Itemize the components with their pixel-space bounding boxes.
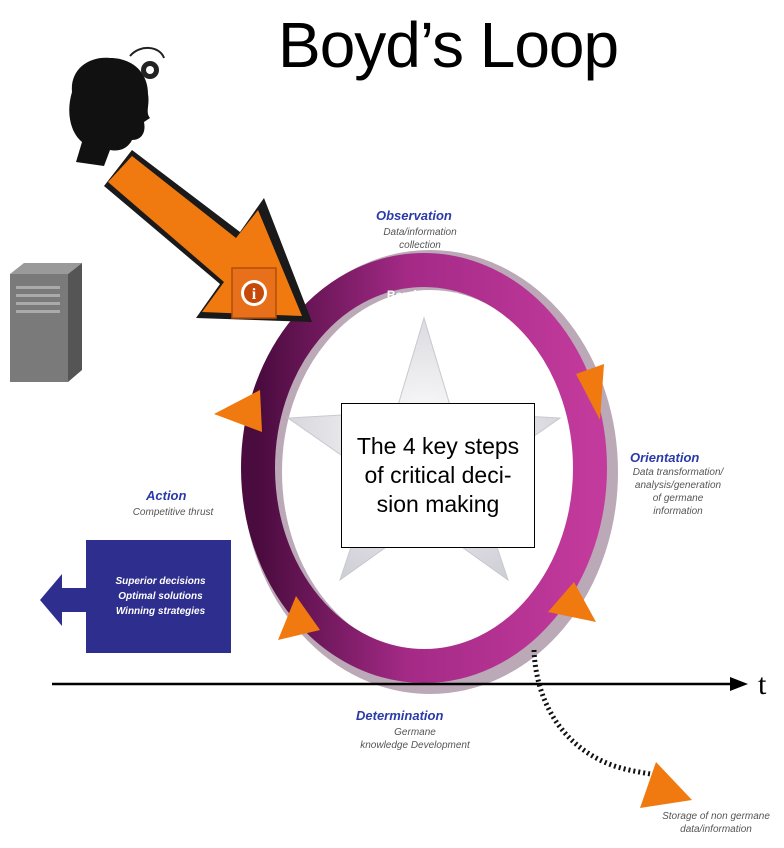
orientation-sub-line: analysis/generation bbox=[634, 480, 722, 491]
observation-subtext: Data/information collection bbox=[360, 226, 480, 252]
storage-dotted-path bbox=[531, 649, 663, 779]
storage-arrow bbox=[640, 762, 692, 808]
orientation-subtext: Data transformation/ analysis/generation… bbox=[614, 466, 742, 518]
storage-label-line: data/information bbox=[680, 824, 752, 835]
action-heading: Action bbox=[146, 488, 187, 503]
orientation-heading: Orientation bbox=[630, 450, 700, 465]
page-title: Boyd’s Loop bbox=[278, 9, 619, 81]
storage-label-line: Storage of non germane bbox=[662, 811, 770, 822]
key-steps-text: The 4 key steps of critical deci-sion ma… bbox=[356, 433, 520, 517]
key-steps-box: The 4 key steps of critical deci-sion ma… bbox=[341, 403, 535, 548]
server-icon bbox=[10, 263, 82, 382]
info-icon: i bbox=[231, 267, 277, 319]
ring-arrow-right-bottom bbox=[548, 582, 596, 622]
time-axis-label: t bbox=[758, 668, 767, 701]
action-box-line: Superior decisions bbox=[115, 576, 206, 587]
ring-arrow-right-top bbox=[576, 364, 604, 420]
orientation-sub-line: of germane bbox=[652, 493, 704, 504]
action-subtext: Competitive thrust bbox=[110, 506, 236, 519]
ring-arrow-bottom-left bbox=[278, 596, 320, 640]
action-box-line: Optimal solutions bbox=[118, 591, 203, 602]
svg-text:i: i bbox=[252, 286, 257, 303]
input-arrow bbox=[104, 150, 312, 322]
ring-arrow-left-top bbox=[214, 390, 262, 432]
action-box-line: Winning strategies bbox=[115, 606, 206, 617]
boyds-loop-ring bbox=[241, 253, 607, 683]
determination-sub-line: knowledge Development bbox=[360, 740, 470, 751]
head-silhouette-icon bbox=[69, 47, 165, 166]
storage-label: Storage of non germane data/information bbox=[648, 810, 784, 836]
determination-sub-line: Germane bbox=[394, 727, 436, 738]
action-box: Superior decisions Optimal solutions Win… bbox=[86, 540, 231, 653]
observation-sub-line: Data/information bbox=[383, 227, 457, 238]
orientation-sub-line: information bbox=[653, 506, 703, 517]
determination-subtext: Germane knowledge Development bbox=[340, 726, 490, 752]
ring-label: Boyd’s Loop bbox=[386, 288, 460, 302]
observation-sub-line: collection bbox=[399, 240, 441, 251]
action-arrow bbox=[40, 574, 90, 626]
orientation-sub-line: Data transformation/ bbox=[632, 467, 724, 478]
action-sub-line: Competitive thrust bbox=[132, 507, 214, 518]
time-axis-arrowhead bbox=[730, 677, 748, 691]
determination-heading: Determination bbox=[356, 708, 444, 723]
observation-heading: Observation bbox=[376, 208, 452, 223]
